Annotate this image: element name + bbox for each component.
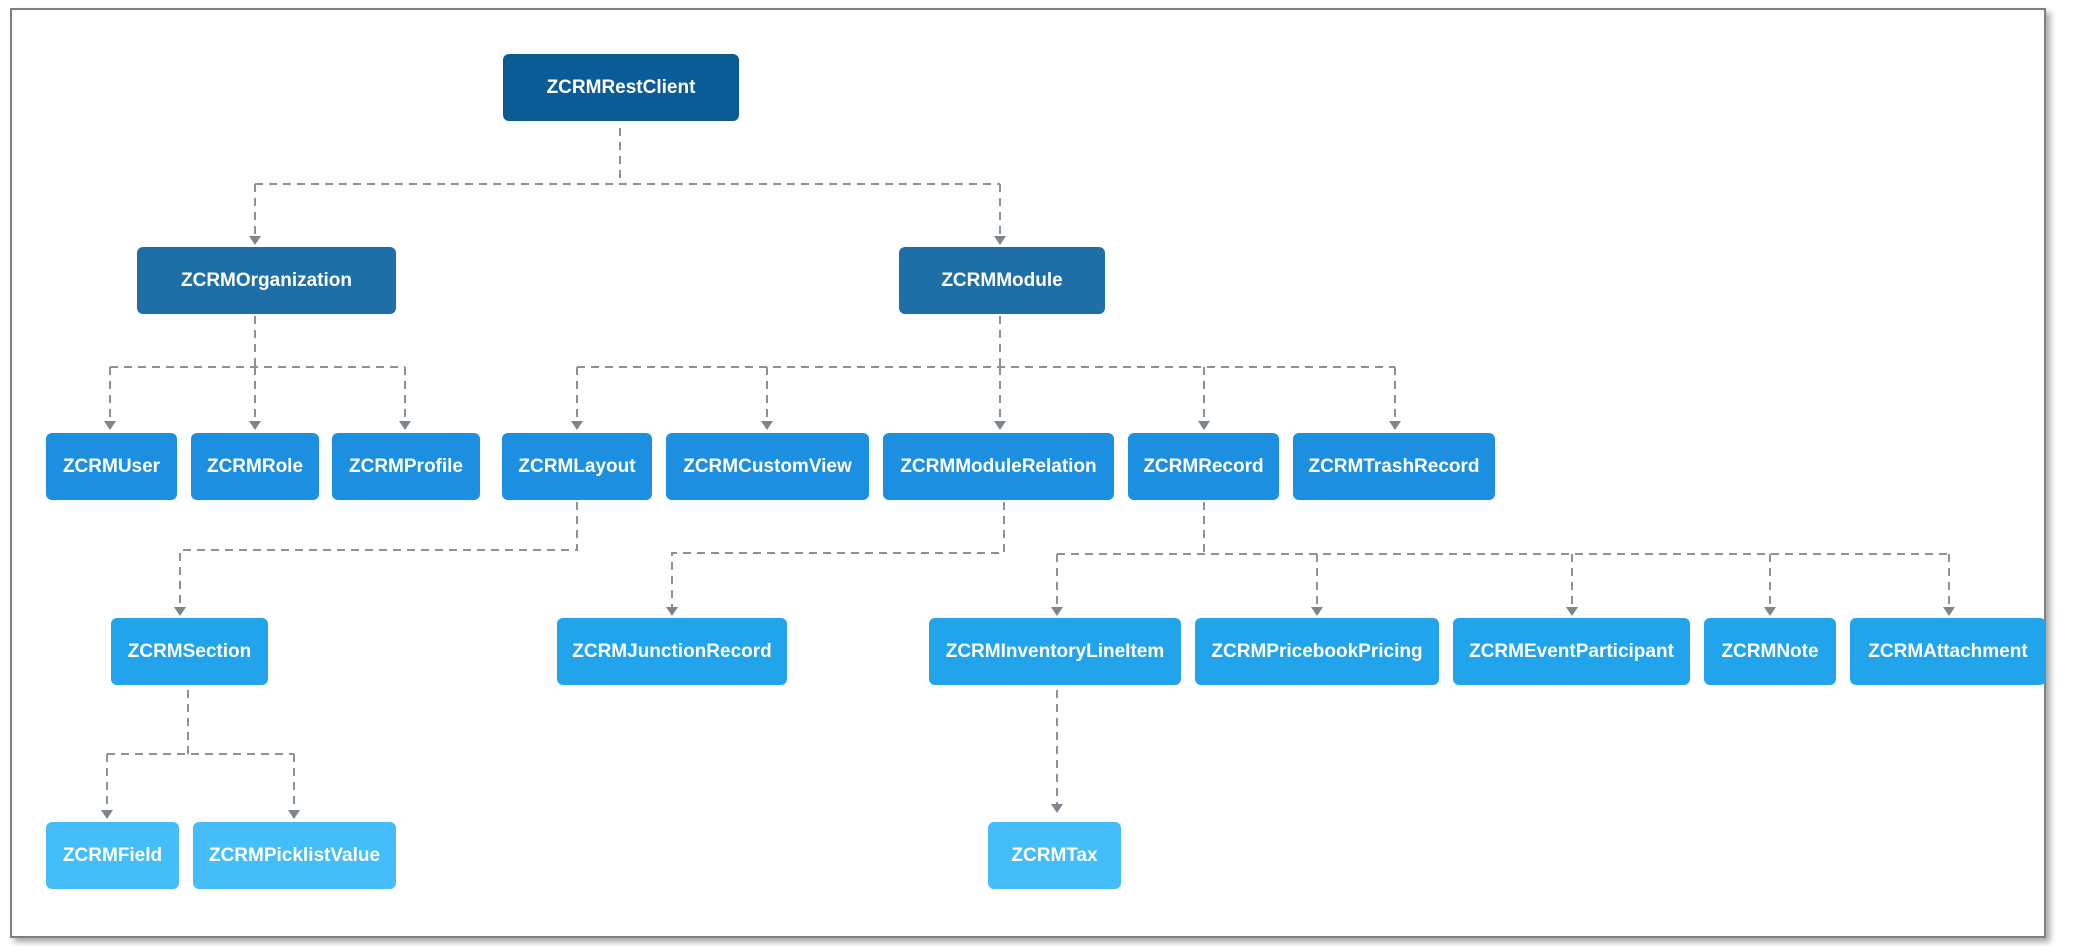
node-zcrmjunctionrecord[interactable]: ZCRMJunctionRecord (557, 618, 787, 685)
arrow-head (174, 607, 186, 616)
node-zcrmtax[interactable]: ZCRMTax (988, 822, 1121, 889)
node-zcrmattachment[interactable]: ZCRMAttachment (1850, 618, 2046, 685)
arrow-head (1566, 607, 1578, 616)
node-zcrmrestclient[interactable]: ZCRMRestClient (503, 54, 739, 121)
arrow-head (101, 810, 113, 819)
arrow-head (994, 421, 1006, 430)
arrow-head (249, 236, 261, 245)
node-zcrmeventparticipant[interactable]: ZCRMEventParticipant (1453, 618, 1690, 685)
node-zcrmrole[interactable]: ZCRMRole (191, 433, 319, 500)
node-zcrmrecord[interactable]: ZCRMRecord (1128, 433, 1279, 500)
connector (179, 502, 578, 607)
node-zcrmprofile[interactable]: ZCRMProfile (332, 433, 480, 500)
node-zcrmuser[interactable]: ZCRMUser (46, 433, 177, 500)
arrow-head (249, 421, 261, 430)
node-zcrmcustomview[interactable]: ZCRMCustomView (666, 433, 869, 500)
arrow-head (1311, 607, 1323, 616)
arrow-head (399, 421, 411, 430)
node-zcrminventorylineitem[interactable]: ZCRMInventoryLineItem (929, 618, 1181, 685)
arrow-head (288, 810, 300, 819)
arrow-head (104, 421, 116, 430)
arrow-head (1764, 607, 1776, 616)
node-zcrmpicklistvalue[interactable]: ZCRMPicklistValue (193, 822, 396, 889)
arrow-head (1389, 421, 1401, 430)
arrow-head (1051, 607, 1063, 616)
connector (671, 502, 1005, 607)
node-zcrmtrashrecord[interactable]: ZCRMTrashRecord (1293, 433, 1495, 500)
arrow-head (1198, 421, 1210, 430)
node-zcrmmodule[interactable]: ZCRMModule (899, 247, 1105, 314)
node-zcrmfield[interactable]: ZCRMField (46, 822, 179, 889)
node-zcrmmodulerelation[interactable]: ZCRMModuleRelation (883, 433, 1114, 500)
arrow-head (1943, 607, 1955, 616)
arrow-head (571, 421, 583, 430)
node-zcrmnote[interactable]: ZCRMNote (1704, 618, 1836, 685)
arrow-head (761, 421, 773, 430)
node-zcrmpricebookpricing[interactable]: ZCRMPricebookPricing (1195, 618, 1439, 685)
node-zcrmsection[interactable]: ZCRMSection (111, 618, 268, 685)
arrow-head (1051, 804, 1063, 813)
node-zcrmlayout[interactable]: ZCRMLayout (502, 433, 652, 500)
node-zcrmorganization[interactable]: ZCRMOrganization (137, 247, 396, 314)
arrow-head (666, 607, 678, 616)
arrow-head (994, 236, 1006, 245)
